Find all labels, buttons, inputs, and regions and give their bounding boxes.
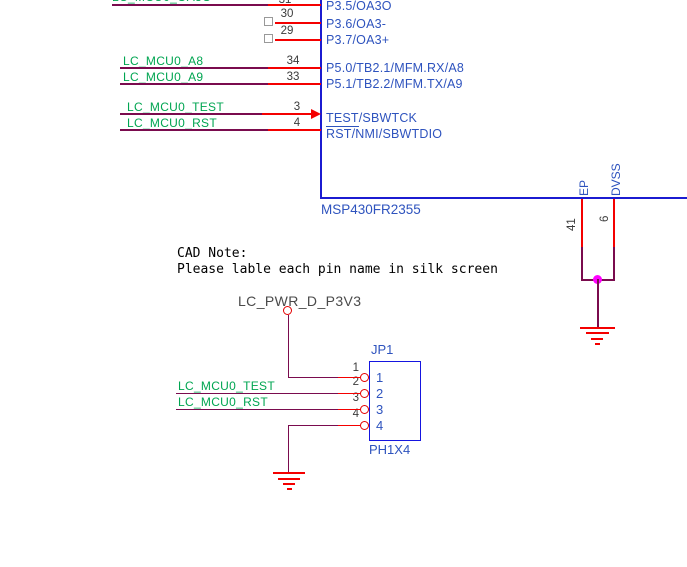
no-connect-square-29[interactable] — [264, 34, 273, 43]
wire-jp1-pin2[interactable] — [176, 392, 338, 394]
pin-number-41: 41 — [566, 218, 578, 231]
pin-name-p5-0: P5.0/TB2.1/MFM.RX/A8 — [326, 61, 465, 75]
wire-power-down[interactable] — [287, 315, 289, 378]
jp1-pin-4-line[interactable] — [337, 424, 361, 426]
wire-to-ground-right[interactable] — [597, 279, 599, 327]
pin-4-line[interactable] — [268, 129, 321, 131]
cad-note-body: Please lable each pin name in silk scree… — [177, 262, 498, 277]
net-label-a9[interactable]: LC_MCU0_A9 — [123, 70, 204, 84]
pin-3-input-arrow-icon — [311, 109, 321, 119]
pin-name-ep: EP — [577, 179, 591, 196]
pin-number-4: 4 — [293, 117, 301, 129]
wire-a8[interactable] — [120, 67, 268, 69]
pin-3-line[interactable] — [262, 113, 312, 115]
pin-30-line[interactable] — [275, 22, 321, 24]
wire-jp1-pin1[interactable] — [288, 376, 338, 378]
pin-33-line[interactable] — [268, 83, 321, 85]
pin-number-30: 30 — [280, 8, 294, 20]
mcu-part-number[interactable]: MSP430FR2355 — [321, 202, 421, 217]
wire-rst[interactable] — [120, 129, 268, 131]
ground-bar-icon — [278, 478, 300, 480]
wire-a9[interactable] — [120, 83, 268, 85]
cad-note[interactable]: CAD Note: Please lable each pin name in … — [177, 246, 498, 278]
wire-test[interactable] — [120, 113, 262, 115]
jp1-pin-name-4: 4 — [376, 418, 384, 433]
jp1-pin-1-circle-icon[interactable] — [360, 372, 369, 382]
jp1-pin-number-1: 1 — [352, 362, 359, 374]
cad-note-title: CAD Note: — [177, 246, 248, 261]
ground-bar-icon — [287, 488, 292, 490]
jp1-pin-name-1: 1 — [376, 370, 384, 385]
ground-bar-icon — [283, 483, 295, 485]
jp1-pin-3-circle-icon[interactable] — [360, 404, 369, 414]
pin-number-3: 3 — [293, 101, 301, 113]
net-label-test-jp1[interactable]: LC_MCU0_TEST — [178, 379, 275, 393]
wire-jp1-pin4-down[interactable] — [287, 424, 289, 473]
jp1-pin-2-line[interactable] — [337, 392, 361, 394]
ground-bar-icon — [586, 332, 609, 334]
wire-jp1-pin4[interactable] — [288, 424, 338, 426]
pin-41-line[interactable] — [581, 199, 583, 247]
pin-31-line[interactable] — [268, 4, 321, 6]
power-port-circle-icon[interactable] — [283, 306, 292, 315]
jp1-pin-2-circle-icon[interactable] — [360, 388, 369, 398]
jp1-pin-name-2: 2 — [376, 386, 384, 401]
mcu-left-edge[interactable] — [320, 0, 322, 199]
no-connect-square-30[interactable] — [264, 17, 273, 26]
pin-number-29: 29 — [280, 25, 294, 37]
rst-overline-text: RST — [326, 126, 352, 141]
jp1-pin-1-line[interactable] — [337, 376, 361, 378]
pin-34-line[interactable] — [268, 67, 321, 69]
ground-bar-icon — [595, 343, 600, 345]
pin-name-dvss: DVSS — [609, 163, 623, 196]
pin-number-34: 34 — [286, 55, 300, 67]
net-label-oa3-clipped[interactable]: LC_MCU0_OA3O — [112, 0, 212, 4]
pin-name-p3-6: P3.6/OA3- — [326, 17, 387, 31]
jp1-body[interactable] — [369, 361, 421, 441]
jp1-pin-number-3: 3 — [352, 392, 359, 404]
pin-number-31: 31 — [278, 0, 292, 6]
jp1-refdes[interactable]: JP1 — [371, 342, 394, 357]
jp1-footprint[interactable]: PH1X4 — [369, 442, 411, 457]
net-label-a8[interactable]: LC_MCU0_A8 — [123, 54, 204, 68]
pin-number-6: 6 — [599, 215, 611, 222]
pin-name-p5-1: P5.1/TB2.2/MFM.TX/A9 — [326, 77, 463, 91]
net-label-rst[interactable]: LC_MCU0_RST — [127, 116, 217, 130]
wire-dvss-down[interactable] — [613, 247, 615, 280]
jp1-pin-name-3: 3 — [376, 402, 384, 417]
pin-6-line[interactable] — [613, 199, 615, 247]
pin-name-p3-7: P3.7/OA3+ — [326, 33, 390, 47]
pin-number-33: 33 — [286, 71, 300, 83]
ground-bar-icon — [591, 338, 603, 340]
test-underline-text: TEST — [326, 111, 359, 127]
pin-name-rst: RST/NMI/SBWTDIO — [326, 126, 443, 141]
wire-oa3[interactable] — [112, 4, 268, 6]
net-label-test[interactable]: LC_MCU0_TEST — [127, 100, 224, 114]
wire-jp1-pin3[interactable] — [176, 408, 338, 410]
net-label-rst-jp1[interactable]: LC_MCU0_RST — [178, 395, 268, 409]
jp1-pin-number-2: 2 — [352, 376, 359, 388]
pin-29-line[interactable] — [275, 39, 321, 41]
pin-name-p3-5: P3.5/OA3O — [326, 0, 392, 13]
jp1-pin-4-circle-icon[interactable] — [360, 420, 369, 430]
ground-bar-icon — [273, 472, 305, 474]
mcu-bottom-edge[interactable] — [320, 197, 687, 199]
ground-bar-icon — [580, 327, 615, 329]
wire-ep-down[interactable] — [581, 247, 583, 280]
power-net-label[interactable]: LC_PWR_D_P3V3 — [238, 293, 362, 309]
jp1-pin-number-4: 4 — [352, 408, 359, 420]
jp1-pin-3-line[interactable] — [337, 408, 361, 410]
pin-name-test: TEST/SBWTCK — [326, 111, 418, 127]
